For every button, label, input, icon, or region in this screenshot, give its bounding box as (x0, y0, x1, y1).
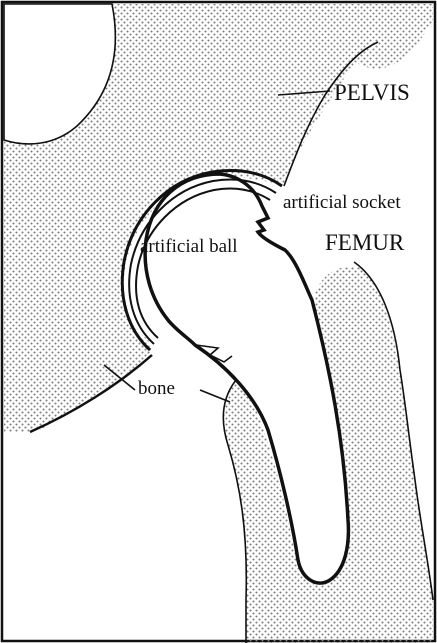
label-femur: FEMUR (325, 230, 405, 255)
label-artificial-socket: artificial socket (283, 192, 401, 213)
label-artificial-ball: artificial ball (140, 236, 238, 257)
label-pelvis: PELVIS (334, 80, 410, 105)
label-bone: bone (138, 378, 175, 399)
